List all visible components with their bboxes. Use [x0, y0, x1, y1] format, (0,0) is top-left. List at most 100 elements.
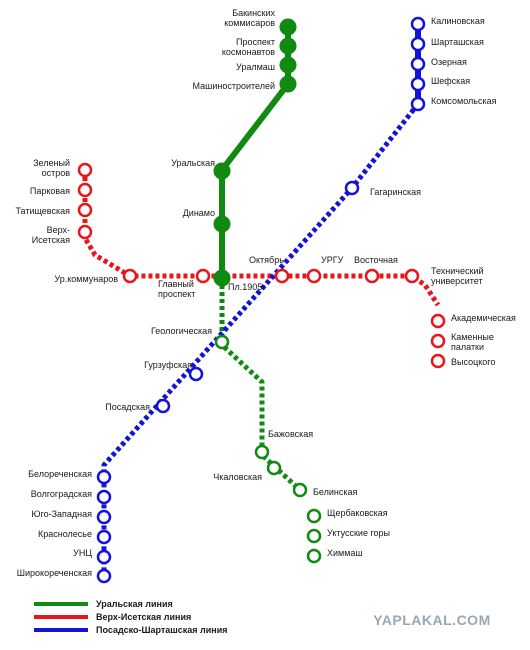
station-volgogradskaya-marker[interactable]: [96, 489, 112, 505]
station-verh-isetskaya-marker[interactable]: [77, 224, 93, 240]
station-tehnicheskiy-label-line: университет: [431, 276, 483, 286]
station-uktusskie-marker[interactable]: [306, 528, 322, 544]
station-mashinostroiteley-marker[interactable]: [279, 75, 297, 93]
station-gurzufskaya-label-line: Гурзуфская: [144, 360, 192, 370]
station-shcherbakovskaya-label-line: Щербаковская: [327, 508, 388, 518]
station-parkovaya-marker[interactable]: [77, 182, 93, 198]
station-kalininskaya-label: Калиновская: [431, 16, 485, 26]
station-belorechenskaya-marker[interactable]: [96, 469, 112, 485]
station-oktyabr-marker[interactable]: [274, 268, 290, 284]
station-verh-isetskaya-label-line: Исетская: [32, 235, 70, 245]
station-krasnolesye-label: Краснолесье: [38, 529, 92, 539]
station-kamennye-marker[interactable]: [430, 333, 446, 349]
station-tehnicheskiy-marker[interactable]: [404, 268, 420, 284]
station-bazhovskaya-marker[interactable]: [254, 444, 270, 460]
station-uktusskie-label-line: Уктусские горы: [327, 528, 390, 538]
station-urgu-marker[interactable]: [306, 268, 322, 284]
station-vysotskogo-marker[interactable]: [430, 353, 446, 369]
station-shartashskaya-label: Шарташская: [431, 37, 484, 47]
station-kamennye-label-line: палатки: [451, 342, 484, 352]
station-tatishchevskaya-marker[interactable]: [77, 202, 93, 218]
station-kalininskaya-marker[interactable]: [410, 16, 426, 32]
station-bakinskih-label-line: коммисаров: [224, 18, 275, 28]
station-shirokorechenskaya-label-line: Широкореченская: [17, 568, 92, 578]
metro-stations: [77, 16, 446, 584]
station-glavny-label-line: проспект: [158, 289, 195, 299]
station-bakinskih-marker[interactable]: [279, 18, 297, 36]
station-yugo-zapadnaya-marker[interactable]: [96, 509, 112, 525]
station-verh-isetskaya-label-line: Верх-: [47, 225, 70, 235]
station-bazhovskaya-label-line: Бажовская: [268, 429, 313, 439]
station-urkommunarov-label-line: Ур.коммунаров: [54, 274, 118, 284]
station-urkommunarov-marker[interactable]: [122, 268, 138, 284]
station-yugo-zapadnaya-label-line: Юго-Западная: [31, 509, 92, 519]
station-uktusskie-label: Уктусские горы: [327, 528, 390, 538]
station-chkalovskaya-marker[interactable]: [266, 460, 282, 476]
station-kosmonavtov-label-line: космонавтов: [222, 47, 275, 57]
station-gurzufskaya-label: Гурзуфская: [144, 360, 192, 370]
station-ozernaya-label-line: Озерная: [431, 57, 467, 67]
station-pl1905-marker[interactable]: [213, 269, 231, 287]
station-tehnicheskiy-label-line: Технический: [431, 266, 483, 276]
station-shefskaya-label-line: Шефская: [431, 76, 470, 86]
station-uralskaya-marker[interactable]: [213, 162, 231, 180]
station-verh-isetskaya-label: Верх-Исетская: [32, 225, 70, 245]
station-ozernaya-marker[interactable]: [410, 56, 426, 72]
station-parkovaya-label-line: Парковая: [30, 186, 70, 196]
station-unts-label: УНЦ: [73, 548, 92, 558]
station-bazhovskaya-label: Бажовская: [268, 429, 313, 439]
station-vostochnaya-label-line: Восточная: [354, 255, 398, 265]
station-dinamo-label: Динамо: [183, 208, 215, 218]
station-belinskaya-label-line: Белинская: [313, 487, 358, 497]
station-shirokorechenskaya-marker[interactable]: [96, 568, 112, 584]
station-akademicheskaya-marker[interactable]: [430, 313, 446, 329]
station-shartashskaya-marker[interactable]: [410, 36, 426, 52]
station-shefskaya-label: Шефская: [431, 76, 470, 86]
station-kalininskaya-label-line: Калиновская: [431, 16, 485, 26]
station-komsomolskaya-label-line: Комсомольская: [431, 96, 497, 106]
station-vostochnaya-marker[interactable]: [364, 268, 380, 284]
metro-lines: [82, 24, 441, 576]
station-vysotskogo-label: Высоцкого: [451, 357, 495, 367]
station-krasnolesye-marker[interactable]: [96, 529, 112, 545]
station-gagarinskaya-marker[interactable]: [344, 180, 360, 196]
station-tatishchevskaya-label-line: Татищевская: [15, 206, 70, 216]
station-unts-marker[interactable]: [96, 549, 112, 565]
station-zeleny-label-line: остров: [42, 168, 71, 178]
station-oktyabr-label-line: Октябрь: [249, 255, 284, 265]
station-dinamo-label-line: Динамо: [183, 208, 215, 218]
station-shefskaya-marker[interactable]: [410, 76, 426, 92]
station-glavny-marker[interactable]: [195, 268, 211, 284]
station-geologicheskaya-marker[interactable]: [214, 334, 230, 350]
station-zeleny-marker[interactable]: [77, 162, 93, 178]
station-vostochnaya-label: Восточная: [354, 255, 398, 265]
station-belorechenskaya-label-line: Белореченская: [28, 469, 92, 479]
station-himmash-marker[interactable]: [306, 548, 322, 564]
station-himmash-label: Химмаш: [327, 548, 363, 558]
watermark-text: YAPLAKAL.COM: [373, 612, 491, 628]
station-komsomolskaya-marker[interactable]: [410, 96, 426, 112]
station-urgu-label-line: УРГУ: [321, 255, 344, 265]
station-kosmonavtov-marker[interactable]: [279, 37, 297, 55]
station-gurzufskaya-marker[interactable]: [188, 366, 204, 382]
station-zeleny-label-line: Зеленый: [33, 158, 70, 168]
station-pl1905-label: Пл.1905г: [228, 282, 266, 292]
station-yugo-zapadnaya-label: Юго-Западная: [31, 509, 92, 519]
legend-label-blue: Посадско-Шарташская линия: [96, 625, 228, 635]
station-shcherbakovskaya-marker[interactable]: [306, 508, 322, 524]
station-posadskaya-marker[interactable]: [155, 398, 171, 414]
station-posadskaya-label: Посадская: [105, 402, 150, 412]
legend-label-green: Уральская линия: [96, 599, 173, 609]
station-uralmash-marker[interactable]: [279, 56, 297, 74]
station-belinskaya-label: Белинская: [313, 487, 358, 497]
station-gagarinskaya-label: Гагаринская: [370, 187, 421, 197]
station-dinamo-marker[interactable]: [213, 215, 231, 233]
station-uralmash-label: Уралмаш: [236, 62, 275, 72]
station-unts-label-line: УНЦ: [73, 548, 92, 558]
station-belinskaya-marker[interactable]: [292, 482, 308, 498]
